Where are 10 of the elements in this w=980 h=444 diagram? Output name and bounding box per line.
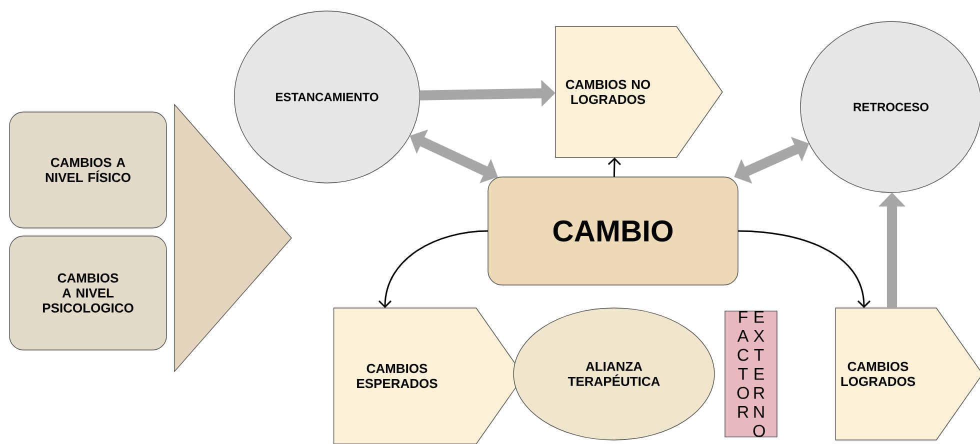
arrow — [378, 230, 488, 308]
vertical-box: FACTOR EXTERNO — [724, 310, 778, 438]
arrow — [608, 158, 621, 178]
pentagon-box: CAMBIOS LOGRADOS — [835, 308, 980, 440]
pentagon-box: CAMBIOS NO LOGRADOS — [555, 26, 723, 158]
rounded-box: CAMBIOS A NIVEL PSICOLOGICO — [9, 236, 167, 350]
rounded-box: CAMBIO — [488, 176, 738, 286]
arrow — [738, 230, 871, 308]
rounded-box: CAMBIOS A NIVEL FÍSICO — [9, 112, 167, 228]
pentagon-box: CAMBIOS ESPERADOS — [333, 308, 524, 444]
